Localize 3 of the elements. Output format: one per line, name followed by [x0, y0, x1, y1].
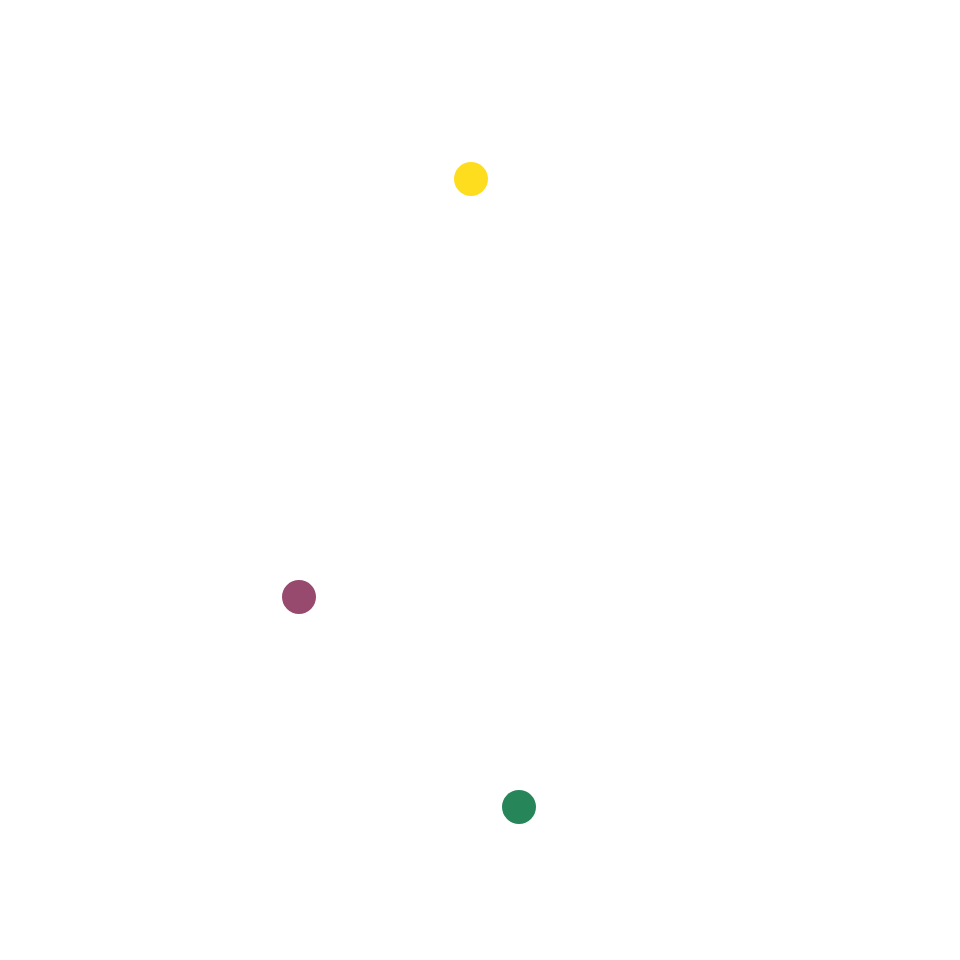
circle-dot: [281, 579, 315, 613]
circle-dot: [501, 789, 535, 823]
circle-dot: [453, 161, 487, 195]
